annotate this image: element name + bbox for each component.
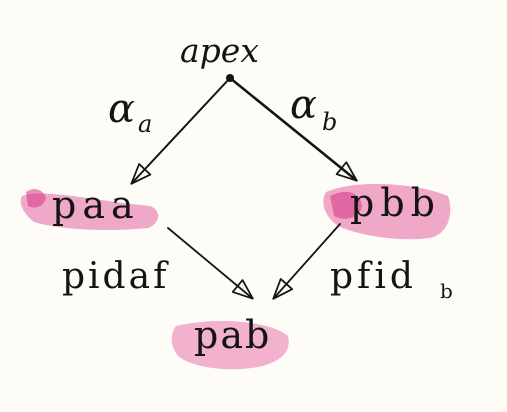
highlight-paa-tail [26,189,46,208]
highlight-pbb-core [330,191,362,219]
node-apex: apex [180,31,259,70]
arrow-pfid-b [272,223,341,300]
label-alpha-a: α a [108,86,152,138]
label-pfid-b: pfid b [330,256,453,303]
label-alpha-a-symbol: α [108,86,135,132]
highlight-marks [20,183,451,370]
highlight-pab [171,321,289,370]
label-pidaf: pidaf [62,256,169,297]
arrow-pidaf [167,227,254,300]
highlight-paa [20,193,159,230]
label-alpha-b-subscript: b [322,108,337,136]
label-alpha-a-subscript: a [138,110,152,138]
label-pfid-b-text: pfid [330,256,417,297]
arrow-alpha-a [130,77,231,185]
label-pfid-b-subscript: b [440,279,453,303]
label-alpha-b-symbol: α [290,82,317,128]
node-pab: pab [194,313,271,357]
node-paa: paa [52,183,140,227]
label-alpha-b: α b [290,82,337,136]
arrow-alpha-b [228,76,358,182]
node-pbb: pbb [350,181,441,225]
